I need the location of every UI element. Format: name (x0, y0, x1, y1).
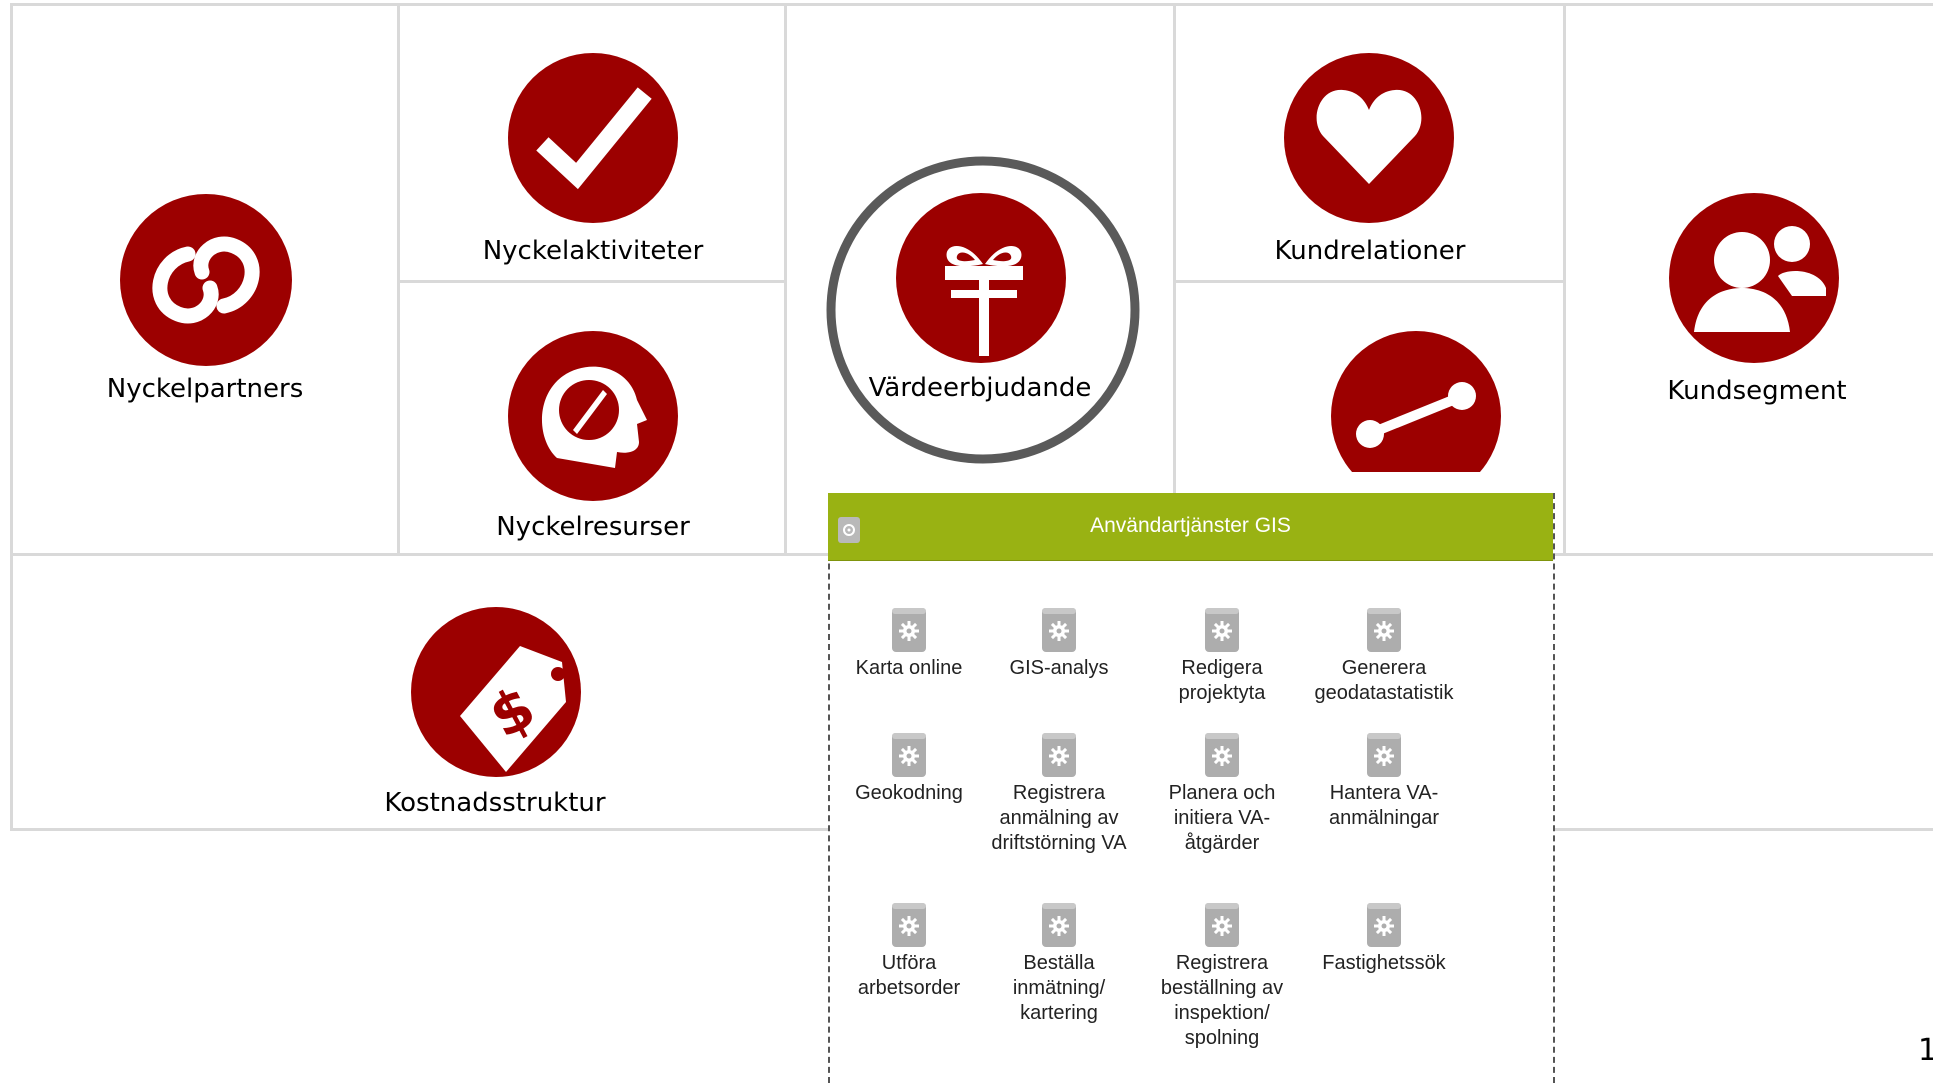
label-cost-structure: Kostnadsstruktur (384, 788, 606, 818)
panel-settings-icon[interactable] (838, 517, 860, 543)
service-item[interactable]: Beställa inmätning/ kartering (979, 901, 1139, 1026)
service-item[interactable]: Hantera VA-anmälningar (1304, 731, 1464, 831)
gear-icon (1042, 733, 1076, 777)
service-label: Utföra arbetsorder (857, 952, 961, 999)
gear-icon (1042, 608, 1076, 652)
gear-icon (1367, 733, 1401, 777)
gear-icon (1205, 733, 1239, 777)
service-label: Geokodning (855, 782, 963, 804)
service-label: Hantera VA-anmälningar (1328, 782, 1440, 829)
heart-icon (1284, 53, 1454, 223)
price-tag-icon: $ (411, 607, 581, 777)
service-item[interactable]: GIS-analys (979, 606, 1139, 681)
panel-header: Användartjänster GIS (828, 493, 1553, 561)
chain-link-icon (120, 194, 292, 366)
gear-icon (1205, 903, 1239, 947)
gear-icon (892, 608, 926, 652)
people-icon (1669, 193, 1839, 363)
service-label: Beställa inmätning/ kartering (1012, 952, 1106, 1024)
gis-services-panel (828, 493, 1555, 1083)
service-item[interactable]: Planera och initiera VA-åtgärder (1142, 731, 1302, 856)
service-item[interactable]: Fastighetssök (1304, 901, 1464, 976)
gift-icon (896, 193, 1066, 363)
service-item[interactable]: Registrera anmälning av driftstörning VA (979, 731, 1139, 856)
gear-icon (1367, 608, 1401, 652)
label-key-resources: Nyckelresurser (496, 512, 690, 542)
service-item[interactable]: Karta online (829, 606, 989, 681)
label-key-partners: Nyckelpartners (106, 374, 304, 404)
gear-icon (892, 733, 926, 777)
label-key-activities: Nyckelaktiviteter (482, 236, 704, 266)
panel-title: Användartjänster GIS (1090, 514, 1291, 537)
service-label: Karta online (855, 657, 963, 679)
service-label: Planera och initiera VA-åtgärder (1168, 782, 1276, 854)
gear-icon (892, 903, 926, 947)
service-label: Registrera beställning av inspektion/ sp… (1160, 952, 1284, 1049)
highlight-ring (826, 156, 1140, 464)
share-icon (1331, 331, 1501, 472)
service-item[interactable]: Registrera beställning av inspektion/ sp… (1142, 901, 1302, 1051)
service-label: Redigera projektyta (1178, 657, 1266, 704)
service-label: Fastighetssök (1322, 952, 1446, 974)
head-compass-icon (508, 331, 678, 501)
gear-icon (1367, 903, 1401, 947)
service-label: GIS-analys (1009, 657, 1109, 679)
service-item[interactable]: Utföra arbetsorder (829, 901, 989, 1001)
label-customer-segments: Kundsegment (1667, 376, 1847, 406)
service-item[interactable]: Geokodning (829, 731, 989, 806)
service-item[interactable]: Redigera projektyta (1142, 606, 1302, 706)
label-value-proposition: Värdeerbjudande (868, 373, 1092, 403)
service-label: Generera geodatastatistik (1314, 657, 1454, 704)
gear-icon (1042, 903, 1076, 947)
channels-icon-clip (1330, 330, 1502, 472)
label-customer-relationships: Kundrelationer (1274, 236, 1466, 266)
checkmark-icon (508, 53, 678, 223)
service-item[interactable]: Generera geodatastatistik (1304, 606, 1464, 706)
service-label: Registrera anmälning av driftstörning VA (991, 782, 1127, 854)
page-number: 1 (1918, 1033, 1933, 1068)
gear-icon (1205, 608, 1239, 652)
